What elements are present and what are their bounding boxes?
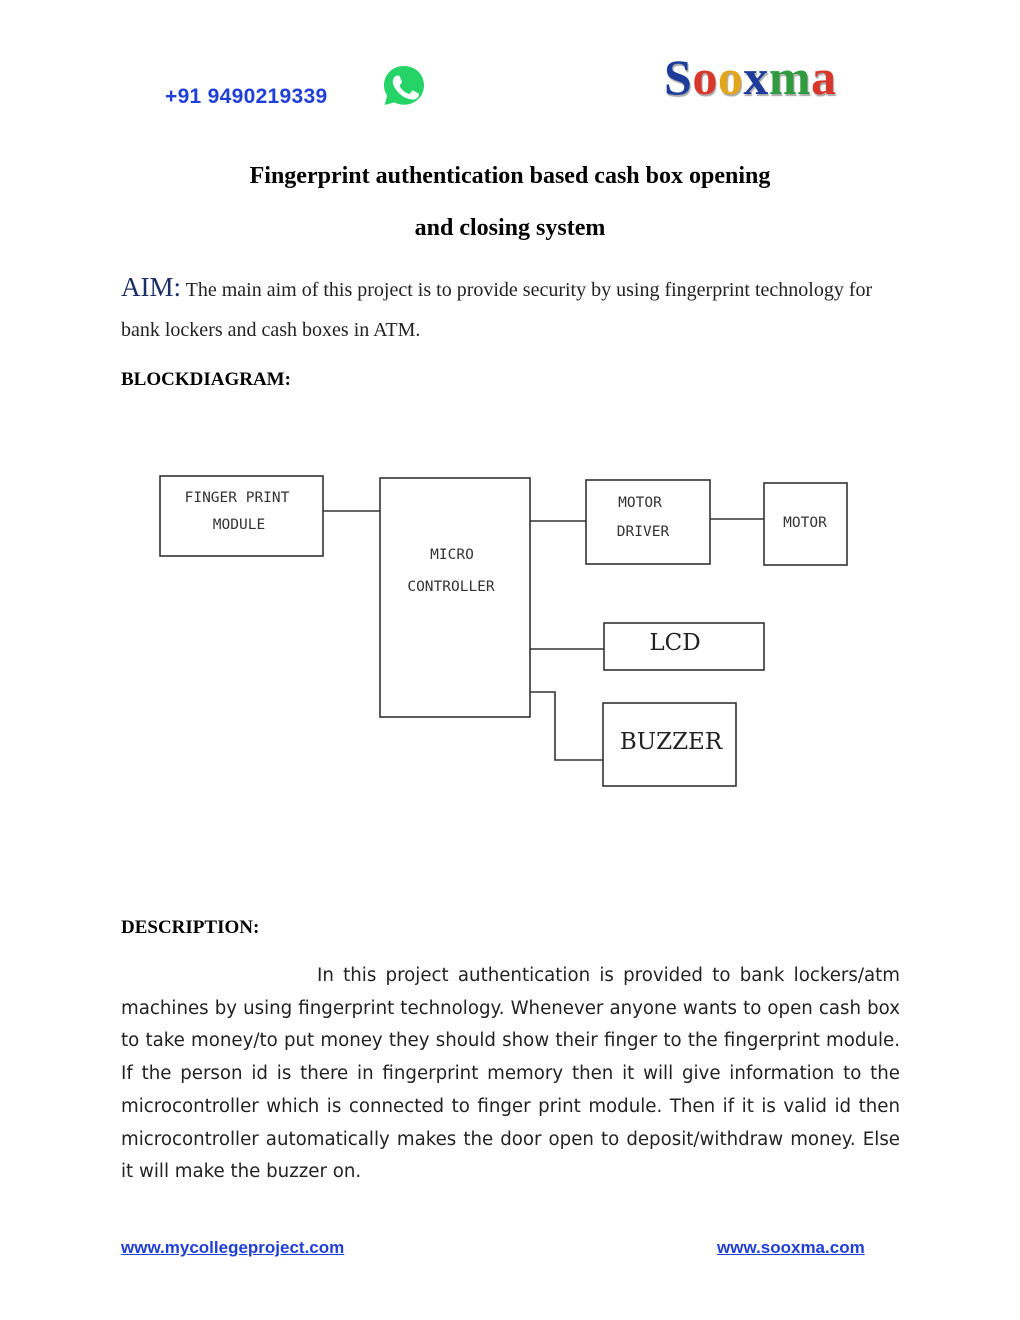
logo-letter: x <box>743 49 769 105</box>
logo-letter: o <box>717 49 744 105</box>
buzzer-label: BUZZER <box>620 729 723 755</box>
description-text: In this project authentication is provid… <box>121 965 900 1183</box>
motor-label: MOTOR <box>783 515 827 531</box>
microcontroller-block <box>379 477 531 718</box>
logo-letter: a <box>810 49 837 105</box>
phone-number: +91 9490219339 <box>165 85 328 108</box>
whatsapp-icon <box>384 66 424 105</box>
driver-label-line2: DRIVER <box>617 524 670 540</box>
mycollegeproject-link[interactable]: www.mycollegeproject.com <box>121 1238 345 1257</box>
motor-driver-block <box>585 479 711 565</box>
description-paragraph: In this project authentication is provid… <box>121 960 900 1189</box>
micro-label-line2: CONTROLLER <box>407 579 495 595</box>
buzzer-block <box>602 702 737 787</box>
fingerprint-label-line1: FINGER PRINT <box>185 490 290 506</box>
fingerprint-module-block <box>159 475 324 557</box>
sooxma-logo: Sooxma <box>664 52 836 102</box>
aim-text: The main aim of this project is to provi… <box>121 279 873 341</box>
micro-label-line1: MICRO <box>430 547 474 563</box>
description-heading: DESCRIPTION: <box>121 917 260 938</box>
logo-letter: m <box>768 49 811 105</box>
fingerprint-label-line2: MODULE <box>213 517 265 533</box>
sooxma-link[interactable]: www.sooxma.com <box>717 1238 865 1257</box>
aim-paragraph: AIM: The main aim of this project is to … <box>121 267 901 350</box>
lcd-block <box>603 622 765 671</box>
driver-label-line1: MOTOR <box>618 495 662 511</box>
blockdiagram-heading: BLOCKDIAGRAM: <box>121 369 291 390</box>
connector-micro-buzzer <box>530 691 603 761</box>
document-title-line1: Fingerprint authentication based cash bo… <box>249 163 771 189</box>
aim-label: AIM: <box>121 272 181 302</box>
lcd-label: LCD <box>649 630 700 656</box>
logo-letter: S <box>664 49 693 105</box>
motor-block <box>763 482 848 566</box>
document-title-line2: and closing system <box>414 215 606 241</box>
logo-letter: o <box>692 49 718 105</box>
